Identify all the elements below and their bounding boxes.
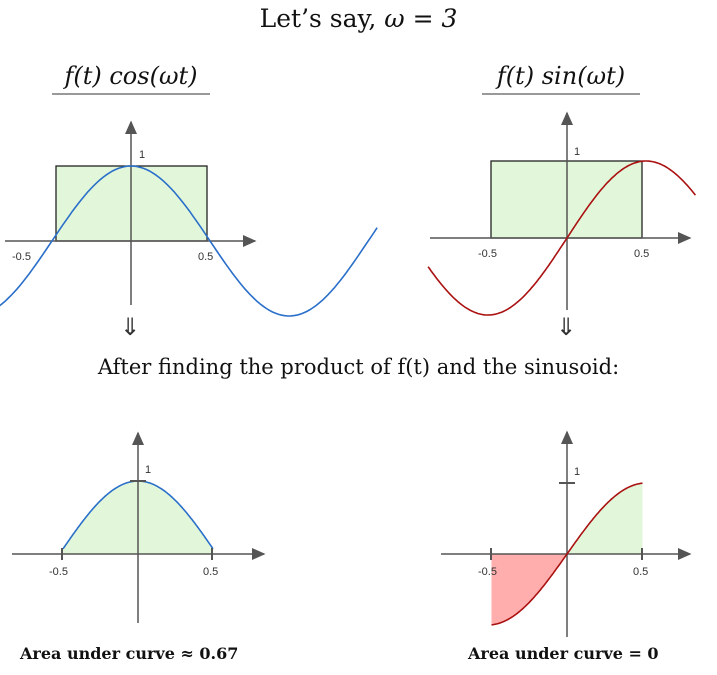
tick-pos-cos: 0.5 bbox=[198, 251, 213, 263]
tick-neg-sin: -0.5 bbox=[478, 248, 497, 260]
tick-pos-cos-product: 0.5 bbox=[203, 566, 218, 578]
tick-one-cos-product: 1 bbox=[145, 464, 151, 476]
tick-one-sin-product: 1 bbox=[574, 466, 580, 478]
title-omega: ω = 3 bbox=[384, 4, 458, 33]
tick-neg-cos-product: -0.5 bbox=[49, 566, 68, 578]
heading-sin: f(t) sin(ωt) bbox=[482, 62, 640, 95]
fill-sin-product-negative bbox=[491, 554, 567, 625]
caption-text: After finding the product of f(t) and th… bbox=[97, 355, 620, 379]
sin-curve bbox=[427, 160, 697, 316]
tick-neg-cos: -0.5 bbox=[12, 251, 31, 263]
down-arrow-left: ⇓ bbox=[120, 313, 141, 341]
tick-pos-sin: 0.5 bbox=[634, 248, 649, 260]
heading-cos: f(t) cos(ωt) bbox=[52, 62, 210, 95]
plot-sin-top: -0.5 0.5 1 bbox=[427, 111, 697, 316]
fill-sin-product-positive bbox=[567, 483, 643, 554]
sin-product-curve bbox=[491, 482, 643, 626]
down-arrow-right: ⇓ bbox=[556, 313, 577, 341]
heading-cos-rule bbox=[52, 93, 210, 95]
heading-sin-text: f(t) sin(ωt) bbox=[496, 62, 626, 90]
tick-one-sin: 1 bbox=[574, 146, 580, 158]
area-label-left: Area under curve ≈ 0.67 bbox=[20, 644, 239, 663]
plot-sin-product: -0.5 0.5 1 bbox=[441, 430, 692, 637]
plot-cos-top: -0.5 0.5 1 bbox=[0, 120, 378, 317]
heading-cos-text: f(t) cos(ωt) bbox=[64, 62, 198, 90]
plot-cos-product: -0.5 0.5 1 bbox=[12, 431, 266, 623]
tick-pos-sin-product: 0.5 bbox=[633, 566, 648, 578]
cos-curve bbox=[0, 165, 378, 317]
tick-neg-sin-product: -0.5 bbox=[478, 566, 497, 578]
tick-one-cos: 1 bbox=[139, 149, 145, 161]
heading-sin-rule bbox=[482, 93, 640, 95]
page-title: Let’s say, ω = 3 bbox=[0, 4, 717, 33]
title-prefix: Let’s say, bbox=[259, 4, 385, 33]
area-label-right: Area under curve = 0 bbox=[468, 644, 659, 663]
